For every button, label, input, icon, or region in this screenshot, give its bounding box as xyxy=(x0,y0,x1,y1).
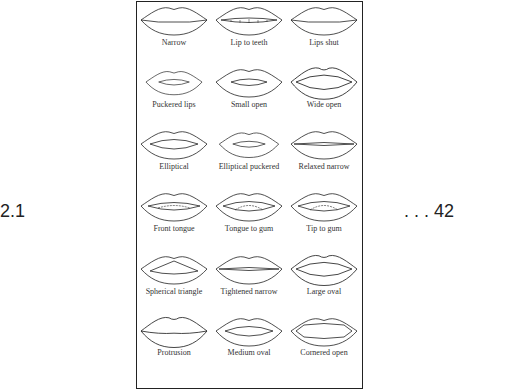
shape-caption: Wide open xyxy=(286,100,362,110)
shape-caption: Spherical triangle xyxy=(136,287,212,297)
shape-caption: Lips shut xyxy=(286,38,362,48)
shape-caption: Tongue to gum xyxy=(211,224,287,234)
shape-caption: Protrusion xyxy=(136,348,212,358)
shape-caption: Elliptical xyxy=(136,162,212,172)
shape-caption: Tip to gum xyxy=(286,224,362,234)
shape-caption: Elliptical puckered xyxy=(211,162,287,172)
page-reference: . . . 42 xyxy=(404,200,454,222)
shape-caption: Medium oval xyxy=(211,348,287,358)
shape-caption: Front tongue xyxy=(136,224,212,234)
shape-caption: Narrow xyxy=(136,38,212,48)
shape-caption: Large oval xyxy=(286,287,362,297)
shape-caption: Cornered open xyxy=(286,348,362,358)
shape-caption: Relaxed narrow xyxy=(286,162,362,172)
shape-caption: Lip to teeth xyxy=(211,38,287,48)
shape-caption: Small open xyxy=(211,100,287,110)
figure-number: 2.1 xyxy=(0,200,25,222)
shape-caption: Tightened narrow xyxy=(211,287,287,297)
shape-caption: Puckered lips xyxy=(136,100,212,110)
